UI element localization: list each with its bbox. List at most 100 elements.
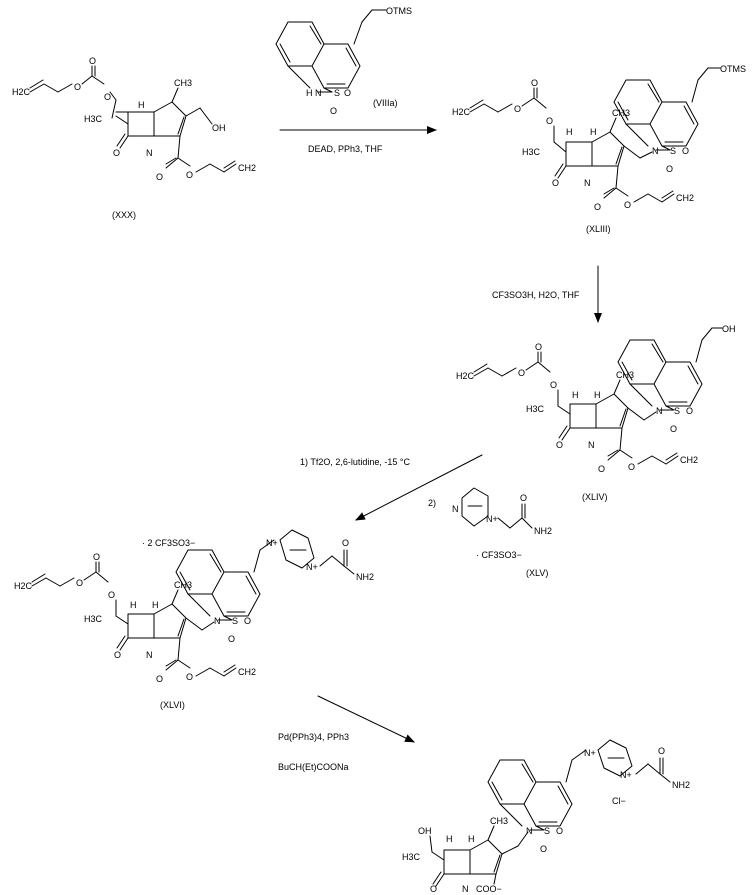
- xliii-n: N: [584, 178, 591, 188]
- product-oh: OH: [418, 826, 432, 836]
- product-cl: Cl−: [612, 796, 626, 806]
- xliii-o5: O: [666, 164, 673, 174]
- xxx-h2c: H2C: [12, 87, 31, 97]
- xlv-label: (XLV): [526, 568, 548, 578]
- xlv-o: O: [520, 493, 527, 503]
- xliii-s: S: [670, 146, 676, 156]
- compound-xliii: H2C O O O H3C H H N O CH3 N S O O OTMS: [452, 64, 746, 234]
- xliii-o4: O: [552, 178, 559, 188]
- xliv-o7: O: [598, 464, 605, 474]
- xliii-otms: OTMS: [720, 64, 746, 74]
- xlvi-nplus1: N+: [266, 538, 278, 548]
- xxx-o5: O: [156, 172, 163, 182]
- xlv-step: 2): [428, 498, 436, 508]
- xliv-label: (XLIV): [582, 492, 608, 502]
- xlvi-o7: O: [342, 538, 349, 548]
- xlvi-h1: H: [130, 600, 137, 610]
- product-n2: N: [526, 826, 533, 836]
- xlvi-label: (XLVI): [160, 700, 185, 710]
- compound-xlvi: · 2 CF3SO3− H2C O O O H3C H H N O CH3 N …: [14, 529, 374, 710]
- xxx-o4: O: [113, 148, 120, 158]
- xliv-n: N: [588, 440, 595, 450]
- xliv-h3c: H3C: [526, 404, 545, 414]
- xxx-oh: OH: [212, 123, 226, 133]
- viiia-n: N: [315, 88, 322, 98]
- xlvi-o5: O: [228, 634, 235, 644]
- xxx-n: N: [146, 148, 153, 158]
- xlv-counterion: · CF3SO3−: [476, 550, 522, 560]
- xxx-o6: O: [186, 170, 193, 180]
- viiia-o2: O: [344, 88, 351, 98]
- xliii-h3c: H3C: [522, 147, 541, 157]
- xliv-ch2: CH2: [680, 455, 698, 465]
- reagent-step4b: BuCH(Et)COONa: [278, 762, 349, 772]
- xlv-n: N: [452, 504, 459, 514]
- product-nplus2: N+: [620, 770, 632, 780]
- xliii-o2: O: [531, 78, 538, 88]
- xlvi-o9: O: [186, 672, 193, 682]
- xliv-o4: O: [556, 440, 563, 450]
- viiia-h: H: [306, 88, 313, 98]
- xliv-h2c: H2C: [456, 371, 475, 381]
- product-n: N: [462, 884, 469, 894]
- xliv-o1: O: [518, 368, 525, 378]
- xliv-o5: O: [670, 424, 677, 434]
- compound-xliv: H2C O O O H3C H H N O CH3 N S O O OH: [456, 324, 736, 502]
- arrow-step4: [317, 695, 415, 743]
- xlvi-h2: H: [152, 600, 159, 610]
- product-ch3: CH3: [490, 816, 508, 826]
- xlvi-h3c: H3C: [84, 614, 103, 624]
- xlvi-o6: O: [244, 616, 251, 626]
- xxx-o3: O: [104, 92, 111, 102]
- viiia-o1: O: [330, 106, 337, 116]
- xlvi-nh2: NH2: [356, 572, 374, 582]
- compound-xlv: 2) N N+ O NH2 · CF3SO3− (XLV): [428, 487, 552, 578]
- compound-xxx: H2C O O O H3C H N O CH3 OH O O C: [12, 56, 256, 220]
- xliii-ch2: CH2: [676, 193, 694, 203]
- xlvi-o3: O: [108, 590, 115, 600]
- xliv-h2: H: [594, 390, 601, 400]
- xxx-ch3: CH3: [174, 78, 192, 88]
- product-h1: H: [446, 834, 453, 844]
- xliv-n2: N: [656, 406, 663, 416]
- product-nplus1: N+: [584, 748, 596, 758]
- xxx-h3c: H3C: [84, 114, 103, 124]
- xliv-s: S: [674, 406, 680, 416]
- reagent-step3a: 1) Tf2O, 2,6-lutidine, -15 °C: [300, 457, 410, 467]
- xlvi-ch2: CH2: [238, 667, 256, 677]
- xliii-label: (XLIII): [586, 224, 611, 234]
- xlvi-counterion: · 2 CF3SO3−: [142, 538, 195, 548]
- xliii-n2: N: [652, 146, 659, 156]
- viiia-otms: OTMS: [386, 6, 412, 16]
- xlv-nh2: NH2: [534, 526, 552, 536]
- xliii-o3: O: [546, 116, 553, 126]
- xlvi-o8: O: [156, 674, 163, 684]
- compound-product: OH H3C H H N O CH3 N S O O N+ N+ O NH2 C…: [402, 739, 690, 894]
- xxx-o1: O: [74, 82, 81, 92]
- xliv-oh: OH: [722, 324, 736, 334]
- product-o4: O: [658, 746, 665, 756]
- xxx-label: (XXX): [112, 210, 136, 220]
- xlvi-o2: O: [93, 552, 100, 562]
- product-o1: O: [430, 884, 437, 894]
- xlvi-s: S: [232, 616, 238, 626]
- xlv-nplus: N+: [486, 514, 498, 524]
- xliv-o3: O: [550, 380, 557, 390]
- compound-viiia: OTMS H N S O O (VIIIa): [275, 6, 412, 116]
- xliv-h1: H: [572, 390, 579, 400]
- product-coo: COO−: [476, 884, 502, 894]
- arrow-step3: [355, 454, 483, 521]
- xlvi-n2: N: [214, 616, 221, 626]
- product-h2: H: [468, 834, 475, 844]
- xliii-o8: O: [624, 200, 631, 210]
- xxx-ch2: CH2: [238, 163, 256, 173]
- xlvi-o4: O: [114, 650, 121, 660]
- product-s: S: [544, 826, 550, 836]
- xliii-h2c: H2C: [452, 107, 471, 117]
- xliv-o8: O: [628, 462, 635, 472]
- reagent-step2: CF3SO3H, H2O, THF: [492, 290, 580, 300]
- xliii-o7: O: [594, 202, 601, 212]
- viiia-label: (VIIIa): [373, 98, 398, 108]
- xlvi-nplus2: N+: [306, 562, 318, 572]
- xliii-o1: O: [514, 104, 521, 114]
